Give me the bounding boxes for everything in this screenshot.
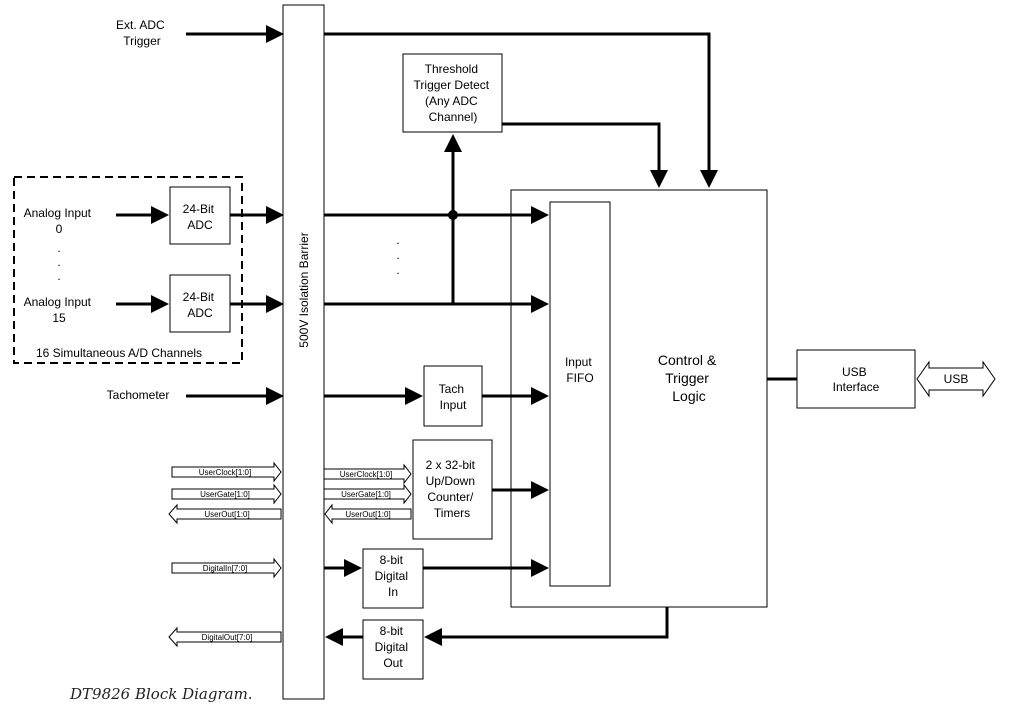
- bus-arrows: [168, 360, 996, 648]
- digital-out-bus-left: [168, 626, 282, 648]
- input-fifo-box: [549, 201, 611, 587]
- ext-trigger-to-control: [324, 32, 718, 188]
- user-gate-label-right: UserGate[1:0]: [341, 490, 391, 499]
- tach-input-box: [423, 365, 483, 427]
- digital-out-label: 8-bit Digital Out: [375, 624, 412, 670]
- ext-adc-trigger-label: Ext. ADC Trigger: [116, 18, 168, 48]
- digital-out-label-left: DigitalOut[7:0]: [202, 633, 253, 642]
- counter-timers-box: [412, 439, 493, 540]
- isolation-barrier-label: 500V Isolation Barrier: [297, 232, 311, 347]
- user-gate-label-left: UserGate[1:0]: [200, 490, 250, 499]
- connections: [116, 25, 797, 646]
- ellipsis-dot: .: [396, 263, 399, 277]
- tach-input-label: Tach Input: [439, 382, 468, 412]
- digital-in-bus-left: [171, 557, 282, 579]
- ellipsis-dot: .: [396, 233, 399, 247]
- digital-in-box: [362, 548, 424, 609]
- diagram-caption: DT9826 Block Diagram.: [69, 685, 253, 703]
- ellipsis-dot: .: [57, 269, 60, 283]
- user-out-bus-left: [168, 503, 282, 525]
- analog-input-0-label: Analog Input 0: [24, 206, 95, 236]
- digital-in-label: 8-bit Digital In: [375, 553, 412, 599]
- threshold-label: Threshold Trigger Detect (Any ADC Channe…: [414, 62, 493, 124]
- ellipsis-dot: .: [57, 255, 60, 269]
- digital-out-box: [362, 619, 424, 680]
- input-fifo-label: Input FIFO: [565, 355, 595, 385]
- channels-group-label: 16 Simultaneous A/D Channels: [36, 346, 202, 360]
- usb-bidirectional-arrow: [916, 360, 996, 398]
- usb-label: USB: [944, 372, 969, 386]
- adc-box-15: [169, 274, 231, 333]
- ellipsis-dot: .: [396, 248, 399, 262]
- counter-timers-label: 2 x 32-bit Up/Down Counter/ Timers: [426, 458, 479, 520]
- control-logic-box: [510, 189, 768, 608]
- channels-group-box: [13, 176, 243, 364]
- analog-input-15-label: Analog Input 15: [24, 295, 95, 325]
- adc-box-0: [169, 186, 231, 245]
- control-logic-label: Control & Trigger Logic: [658, 352, 720, 404]
- user-clock-label-left: UserClock[1:0]: [199, 468, 251, 477]
- adc-15-label: 24-Bit ADC: [183, 290, 218, 320]
- usb-interface-box: [796, 349, 916, 409]
- threshold-to-control: [502, 122, 668, 188]
- user-clock-bus-right: [323, 463, 412, 485]
- tachometer-label: Tachometer: [107, 388, 170, 402]
- user-out-bus-right: [324, 503, 412, 525]
- user-gate-bus-left: [171, 483, 282, 505]
- user-out-label-right: UserOut[1:0]: [345, 510, 390, 519]
- threshold-box: [402, 53, 503, 133]
- user-clock-label-right: UserClock[1:0]: [340, 470, 392, 479]
- junction-dot: [448, 210, 458, 220]
- usb-interface-label: USB Interface: [833, 365, 880, 394]
- digital-in-label-left: DigitalIn[7:0]: [203, 564, 247, 573]
- isolation-barrier-box: [282, 4, 325, 700]
- user-clock-bus-left: [171, 461, 282, 483]
- user-gate-bus-right: [323, 483, 412, 505]
- adc-0-label: 24-Bit ADC: [183, 202, 218, 232]
- user-out-label-left: UserOut[1:0]: [204, 510, 249, 519]
- ellipsis-dot: .: [57, 241, 60, 255]
- control-to-digital-out: [424, 607, 669, 646]
